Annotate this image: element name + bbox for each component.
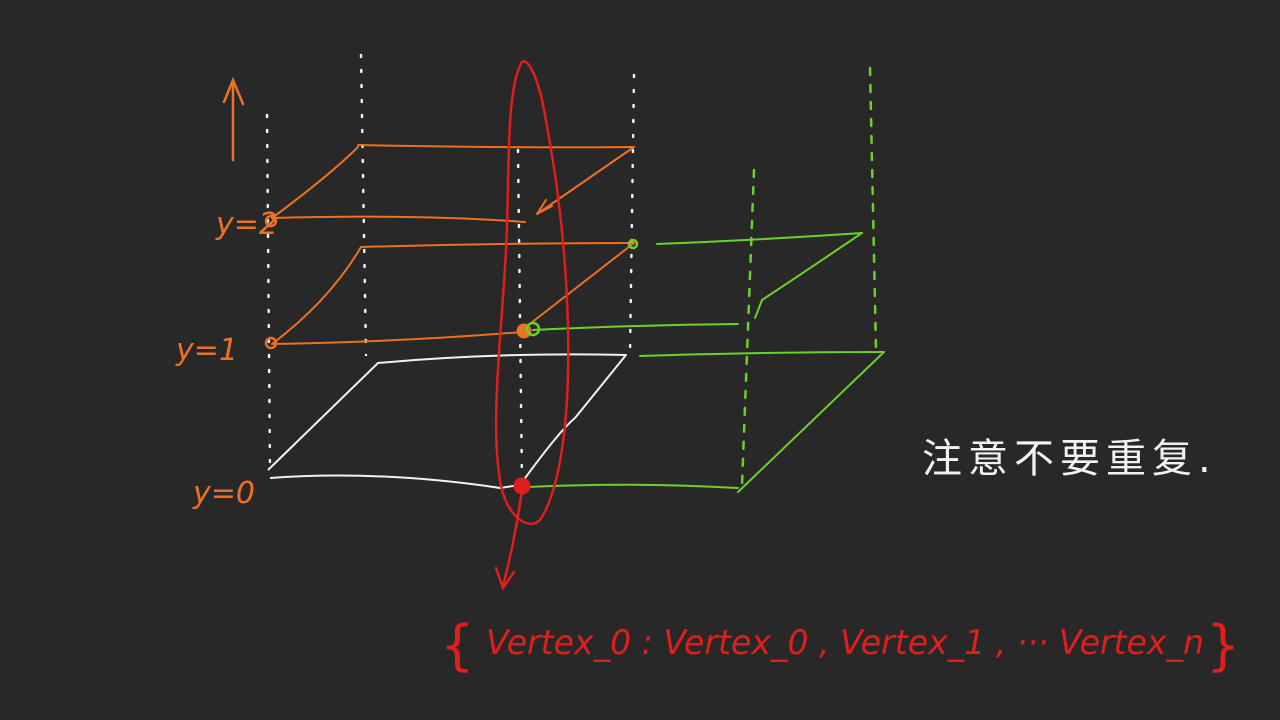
- label-y1: y=1: [175, 333, 238, 368]
- formula-text: Vertex_0 : Vertex_0 , Vertex_1 , ··· Ver…: [486, 623, 1204, 663]
- green-dashed-verticals: [740, 66, 878, 487]
- green-dashed-vertical-back: [868, 66, 878, 352]
- dotted-vertical-back-right: [628, 73, 636, 357]
- green-plane-y1: [532, 232, 863, 331]
- up-arrow: [222, 76, 245, 162]
- green-plane-y0: [527, 351, 885, 493]
- dotted-vertical-left: [265, 113, 272, 472]
- formula-close-brace: }: [1206, 614, 1240, 677]
- red-arrow: [501, 488, 524, 588]
- label-y0: y=0: [192, 476, 255, 511]
- dotted-vertical-back-left: [359, 53, 368, 357]
- vertex-marker-green-back: [627, 238, 639, 250]
- vertex-marker-y2: [264, 214, 278, 228]
- orange-plane-y2: [271, 144, 635, 223]
- label-y2: y=2: [215, 207, 278, 242]
- white-base-plane: [267, 353, 627, 489]
- orange-plane-y1: [271, 242, 635, 345]
- formula-open-brace: {: [440, 614, 474, 677]
- red-selection-loop: [494, 60, 570, 591]
- vertex-marker-y1: [264, 336, 278, 350]
- note-text: 注意不要重复.: [922, 436, 1217, 482]
- white-dotted-verticals: [265, 53, 636, 487]
- vertex-marker-green-center: [525, 321, 541, 337]
- green-dashed-vertical-front: [740, 168, 756, 487]
- dotted-vertical-center: [516, 148, 524, 487]
